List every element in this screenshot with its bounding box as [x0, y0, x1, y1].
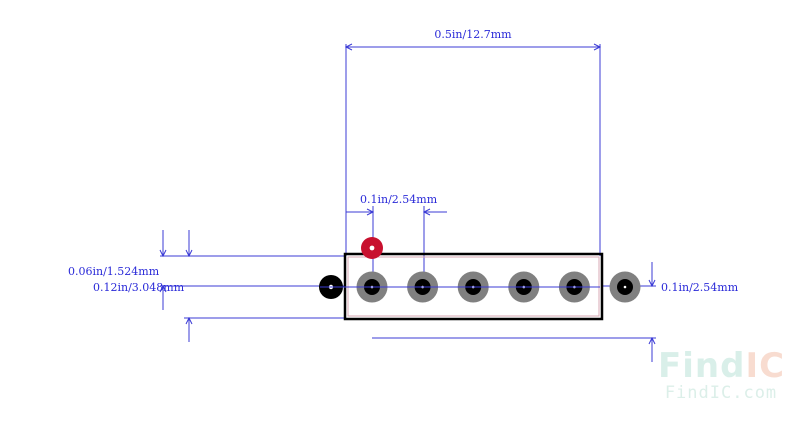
watermark-brand-find: Find [658, 346, 746, 386]
width-dimension-label: 0.5in/12.7mm [434, 28, 512, 41]
row-offset-dimension-label: 0.12in/3.048mm [93, 281, 185, 294]
pin1-marker [361, 237, 383, 259]
findic-watermark: FindIC FindIC.com [658, 348, 784, 402]
watermark-brand-ic: IC [745, 346, 786, 386]
dimension-lines [159, 43, 656, 362]
watermark-brand: FindIC [658, 348, 784, 384]
pad-6 [609, 271, 641, 303]
height-dimension-label: 0.1in/2.54mm [661, 281, 739, 294]
pitch-dimension-label: 0.1in/2.54mm [360, 193, 438, 206]
pad-diameter-dimension-label: 0.06in/1.524mm [68, 265, 160, 278]
watermark-url: FindIC.com [664, 383, 778, 403]
